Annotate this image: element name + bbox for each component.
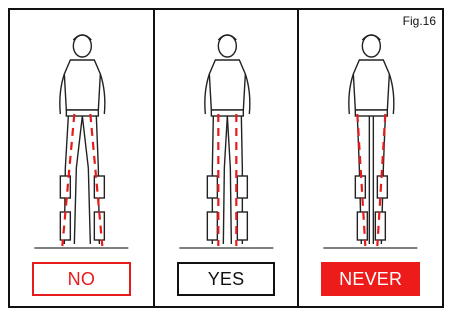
figure-belt: [356, 110, 388, 116]
panel-no: NO: [10, 10, 155, 306]
stilt-left-upper: [356, 176, 366, 198]
stilt-right-upper: [237, 176, 247, 198]
panel-never: Fig.16: [299, 10, 442, 306]
verdict-never-box: NEVER: [321, 262, 420, 296]
stilt-right-upper: [378, 176, 388, 198]
figure-torso: [354, 60, 390, 110]
figure-inner-leg-right: [227, 116, 231, 244]
figure-torso: [64, 60, 100, 110]
stilt-left-upper: [207, 176, 217, 198]
stilt-left-upper: [60, 176, 70, 198]
stilt-left-lower: [207, 212, 217, 240]
figure-inner-leg-left: [74, 116, 82, 244]
stilt-right-lower: [376, 212, 386, 240]
verdict-yes-box: YES: [177, 262, 276, 296]
figure-right-arm: [245, 74, 250, 114]
panel-yes: YES: [155, 10, 300, 306]
figure-illustration-no: [10, 18, 153, 263]
stilt-left-lower: [358, 212, 368, 240]
verdict-no-box: NO: [32, 262, 131, 296]
figure-belt: [211, 110, 243, 116]
panel-row: NO: [8, 8, 444, 308]
figure-left-arm: [60, 74, 65, 114]
stilt-right-lower: [237, 212, 247, 240]
figure-illustration-yes: [155, 18, 298, 263]
figure-torso: [209, 60, 245, 110]
figure-inner-leg-left: [223, 116, 227, 244]
stilt-right-upper: [94, 176, 104, 198]
figure-left-arm: [205, 74, 210, 114]
figure-right-arm: [390, 74, 395, 114]
figure-left-arm: [349, 74, 354, 114]
figure-inner-leg-right: [82, 116, 90, 244]
figure-right-arm: [100, 74, 105, 114]
figure-illustration-never: [299, 18, 442, 263]
figure-belt: [66, 110, 98, 116]
